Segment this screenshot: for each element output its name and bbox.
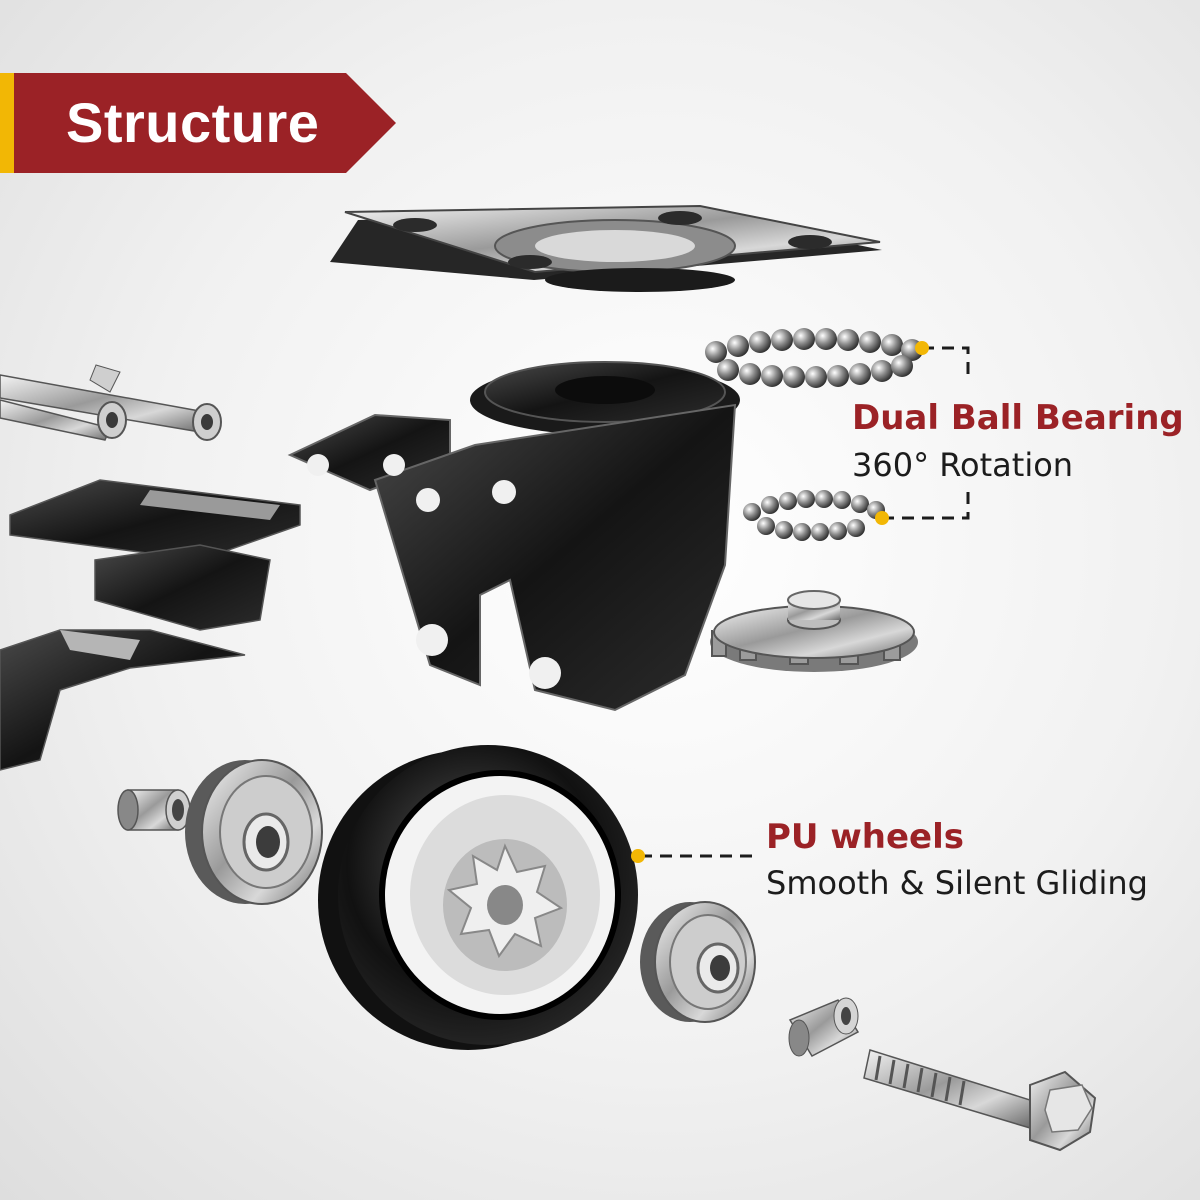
bearing-leader-upper bbox=[922, 346, 970, 380]
callout-wheel-title: PU wheels bbox=[766, 817, 964, 857]
swivel-lock-screws bbox=[0, 364, 222, 441]
bearing-dot-lower bbox=[875, 511, 889, 525]
left-wheel-bearing bbox=[185, 759, 323, 905]
wheel-dot bbox=[631, 849, 645, 863]
upper-ball-ring bbox=[705, 328, 923, 388]
left-spacer-tube bbox=[117, 789, 191, 831]
bearing-dot-upper bbox=[915, 341, 929, 355]
gear-raceway bbox=[710, 590, 918, 672]
brake-plate bbox=[9, 479, 301, 631]
section-title: Structure bbox=[66, 91, 320, 154]
callout-bearing-title: Dual Ball Bearing bbox=[852, 398, 1184, 438]
structure-banner bbox=[0, 73, 396, 173]
lower-ball-ring bbox=[743, 490, 885, 541]
brake-pedal bbox=[0, 629, 246, 771]
callout-bearing-subtitle: 360° Rotation bbox=[852, 446, 1074, 484]
banner-arrow-shape bbox=[14, 73, 396, 173]
callout-wheel-subtitle: Smooth & Silent Gliding bbox=[766, 864, 1148, 902]
swivel-fork-bracket bbox=[287, 361, 740, 712]
axle-bolt bbox=[863, 1049, 1097, 1152]
right-spacer-tube bbox=[788, 997, 860, 1057]
top-mounting-plate bbox=[330, 204, 882, 292]
banner-accent-stripe bbox=[0, 73, 14, 173]
leader-lines bbox=[640, 346, 970, 858]
pu-wheel bbox=[318, 745, 638, 1050]
bearing-leader-lower bbox=[886, 492, 970, 520]
right-wheel-bearing bbox=[640, 901, 756, 1023]
